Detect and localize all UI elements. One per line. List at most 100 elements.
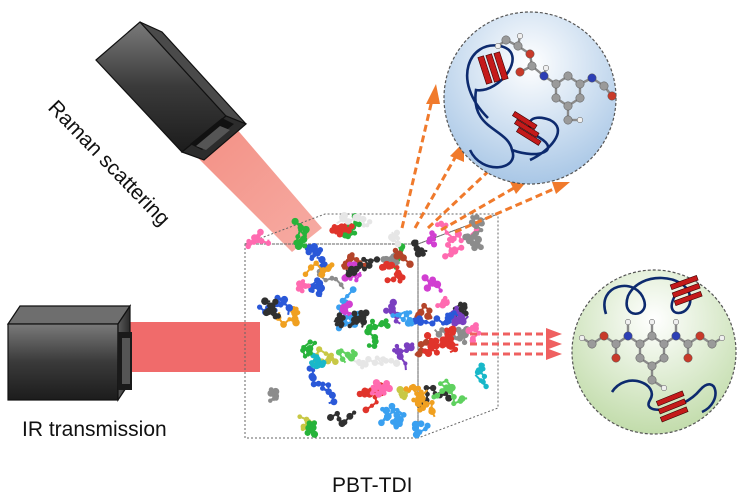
atom	[413, 423, 418, 428]
atom	[334, 322, 339, 327]
atom	[413, 386, 419, 392]
hydrogen-atom	[718, 334, 726, 342]
carbon-atom	[501, 35, 511, 45]
atom	[471, 244, 478, 252]
atom	[366, 343, 372, 348]
oxygen-atom	[695, 331, 705, 341]
atom	[310, 426, 316, 432]
atom	[431, 394, 437, 400]
atom	[438, 288, 443, 293]
transmitted-arrows	[470, 332, 548, 356]
hard-segment	[655, 390, 689, 423]
atom	[392, 359, 401, 367]
atom	[302, 231, 308, 236]
atom	[461, 339, 468, 346]
carbon-atom	[611, 339, 621, 349]
hard-segment	[477, 51, 509, 85]
atom	[480, 362, 485, 368]
hydrogen-atom	[494, 42, 502, 50]
oxygen-atom	[515, 67, 525, 77]
ir-spectrometer	[6, 304, 132, 402]
atom	[432, 233, 437, 238]
hard-segment	[511, 111, 542, 146]
chain-zoom-scattering	[443, 11, 617, 185]
atom	[445, 341, 450, 346]
atom	[383, 357, 389, 364]
atom	[352, 410, 357, 415]
oxygen-atom	[607, 91, 617, 101]
ir-transmission-label: IR transmission	[22, 418, 167, 441]
tdi-molecule	[494, 32, 617, 125]
ir-beam	[130, 322, 260, 372]
hard-segment	[669, 274, 703, 306]
scattered-arrows	[400, 99, 557, 234]
atom	[367, 219, 373, 225]
atom	[372, 379, 381, 387]
carbon-atom	[575, 79, 585, 89]
polymer-simulation-box	[244, 212, 499, 439]
oxygen-atom	[683, 353, 693, 363]
atom	[330, 398, 338, 406]
atom	[257, 228, 264, 236]
nitrogen-atom	[539, 71, 549, 81]
carbon-atom	[635, 339, 645, 349]
carbon-atom	[575, 93, 585, 103]
hydrogen-atom	[542, 64, 550, 72]
atom	[383, 307, 390, 314]
atom	[275, 313, 281, 319]
atom	[407, 343, 415, 352]
oxygen-atom	[611, 353, 621, 363]
atom	[297, 414, 303, 420]
atom	[390, 419, 396, 425]
atom	[351, 310, 358, 317]
atom	[347, 353, 356, 362]
nitrogen-atom	[587, 73, 597, 83]
atom	[403, 386, 409, 392]
carbon-atom	[647, 361, 657, 371]
raman-spectrometer	[95, 21, 248, 161]
atom	[343, 304, 349, 311]
tdi-molecule	[578, 318, 726, 392]
atom	[349, 286, 357, 294]
carbon-atom	[563, 71, 573, 81]
atom	[394, 240, 402, 248]
atom	[404, 319, 413, 327]
atom	[293, 306, 299, 312]
hydrogen-atom	[660, 384, 668, 392]
atom	[267, 389, 275, 397]
carbon-atom	[707, 339, 717, 349]
atom	[302, 271, 309, 278]
carbon-atom	[587, 339, 597, 349]
atom	[307, 350, 313, 356]
atom	[396, 386, 404, 394]
carbon-atom	[683, 339, 693, 349]
atom	[382, 406, 391, 415]
atom	[256, 304, 263, 310]
carbon-atom	[551, 93, 561, 103]
atom	[308, 286, 315, 293]
atom	[423, 332, 432, 340]
atom	[293, 239, 300, 246]
carbon-atom	[563, 101, 573, 111]
atom	[309, 256, 315, 261]
polymer-atoms	[245, 212, 489, 439]
carbon-atom	[599, 81, 609, 91]
atom	[469, 337, 477, 344]
carbon-atom	[659, 353, 669, 363]
atom	[308, 372, 316, 381]
sample-label: PBT-TDI	[332, 474, 413, 497]
hydrogen-atom	[578, 334, 586, 342]
hydrogen-atom	[672, 318, 680, 326]
atom	[393, 229, 401, 236]
chain-zoom-transmission	[571, 269, 737, 435]
atom	[395, 250, 404, 258]
atom	[300, 426, 305, 432]
atom	[428, 406, 434, 412]
nitrogen-atom	[671, 331, 681, 341]
atom	[457, 312, 463, 318]
atom	[373, 256, 381, 263]
hydrogen-atom	[648, 318, 656, 326]
carbon-atom	[635, 353, 645, 363]
carbon-atom	[563, 115, 573, 125]
